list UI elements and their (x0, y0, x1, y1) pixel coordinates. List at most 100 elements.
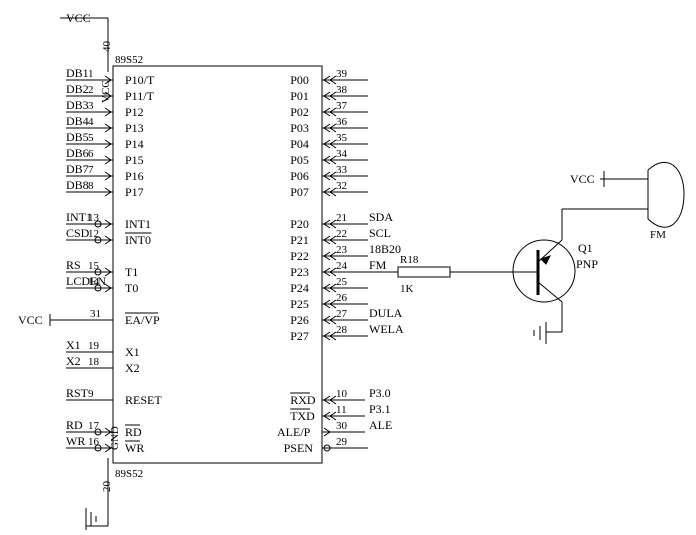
pin-arrow-2 (329, 283, 337, 293)
chip-title-top: 89S52 (115, 54, 143, 66)
left-pin-number: 14 (88, 276, 100, 288)
right-pin-net: FM (369, 258, 387, 272)
pin-arrow (104, 427, 112, 437)
right-pin-name: P27 (290, 329, 309, 343)
left-pin-net: DB3 (66, 98, 89, 112)
pin-arrow (323, 331, 331, 341)
left-pin-number: 6 (88, 148, 94, 160)
left-pin-number: 1 (88, 68, 94, 80)
gnd-pin-number: 20 (101, 481, 113, 493)
pin-arrow (104, 91, 112, 101)
right-pin-number: 38 (336, 84, 348, 96)
left-pin-name: P10/T (125, 73, 155, 87)
pin-arrow-2 (329, 155, 337, 165)
pin-arrow (323, 187, 331, 197)
left-pin-name: T0 (125, 281, 138, 295)
pin-arrow-2 (329, 107, 337, 117)
right-pin-number: 24 (336, 260, 348, 272)
pin-bubble (94, 236, 102, 244)
left-pin-name: RD (125, 425, 142, 439)
pin-arrow (104, 139, 112, 149)
left-pin-number: 5 (88, 132, 94, 144)
right-pin-number: 34 (336, 148, 348, 160)
left-pin-net: X1 (66, 338, 81, 352)
left-pin-number: 17 (88, 420, 100, 432)
pin-bubble (94, 428, 102, 436)
pin-bubble (94, 284, 102, 292)
pin-arrow-2 (329, 299, 337, 309)
left-pin-net: DB5 (66, 130, 89, 144)
right-pin-number: 11 (336, 404, 347, 416)
right-pin-name: P20 (290, 217, 309, 231)
right-pin-name: P00 (290, 73, 309, 87)
pin-arrow (323, 155, 331, 165)
left-pin-name: P13 (125, 121, 144, 135)
pin-arrow (323, 235, 331, 245)
left-pin-net: RST (66, 386, 89, 400)
left-pin-name: P14 (125, 137, 144, 151)
pin-bubble (323, 444, 331, 452)
right-pin-number: 36 (336, 116, 348, 128)
buzzer-label: FM (650, 229, 666, 241)
right-pin-number: 22 (336, 228, 347, 240)
buzzer-shell (647, 161, 685, 228)
left-pin-net: INT1 (66, 210, 92, 224)
pin-arrow-2 (329, 315, 337, 325)
pin-arrow (323, 139, 331, 149)
right-pin-name: TXD (290, 409, 315, 423)
left-pin-name: WR (125, 441, 144, 455)
right-pin-name: P25 (290, 297, 309, 311)
left-pin-name: T1 (125, 265, 138, 279)
pin-arrow (104, 75, 112, 85)
pin-arrow (104, 155, 112, 165)
left-pin-name: INT0 (125, 233, 151, 247)
right-pin-name: RXD (290, 393, 316, 407)
right-pin-name: P05 (290, 153, 309, 167)
right-pin-6: P06 33 (290, 164, 368, 183)
pin-arrow-2 (329, 123, 337, 133)
right-pin-name: P22 (290, 249, 309, 263)
chip-body (112, 65, 323, 464)
left-pin-net: DB2 (66, 82, 89, 96)
pin-arrow (104, 219, 112, 229)
transistor-arrow (540, 255, 551, 265)
transistor-collector (537, 281, 563, 303)
right-pin-0: P00 39 (290, 68, 368, 87)
resistor-value: 1K (400, 283, 414, 295)
right-pin-number: 23 (336, 244, 348, 256)
right-pin-name: P06 (290, 169, 309, 183)
pin-arrow-2 (329, 171, 337, 181)
right-pin-name: P03 (290, 121, 309, 135)
pin-arrow (323, 283, 331, 293)
transistor-q1-body (512, 239, 576, 303)
right-pin-number: 33 (336, 164, 348, 176)
pin-bubble (94, 444, 102, 452)
right-pin-number: 29 (336, 436, 348, 448)
left-pin-number: 18 (88, 356, 100, 368)
left-pin-net: DB6 (66, 146, 89, 160)
right-pin-number: 39 (336, 68, 348, 80)
left-pin-number: 9 (88, 388, 94, 400)
left-pin-number: 2 (88, 84, 94, 96)
right-pin-net: SCL (369, 226, 391, 240)
right-pin-3: P03 36 (290, 116, 368, 135)
pin-arrow (323, 395, 331, 405)
pin-arrow (323, 75, 331, 85)
left-pin-net: CSD (66, 226, 90, 240)
right-pin-name: P02 (290, 105, 309, 119)
